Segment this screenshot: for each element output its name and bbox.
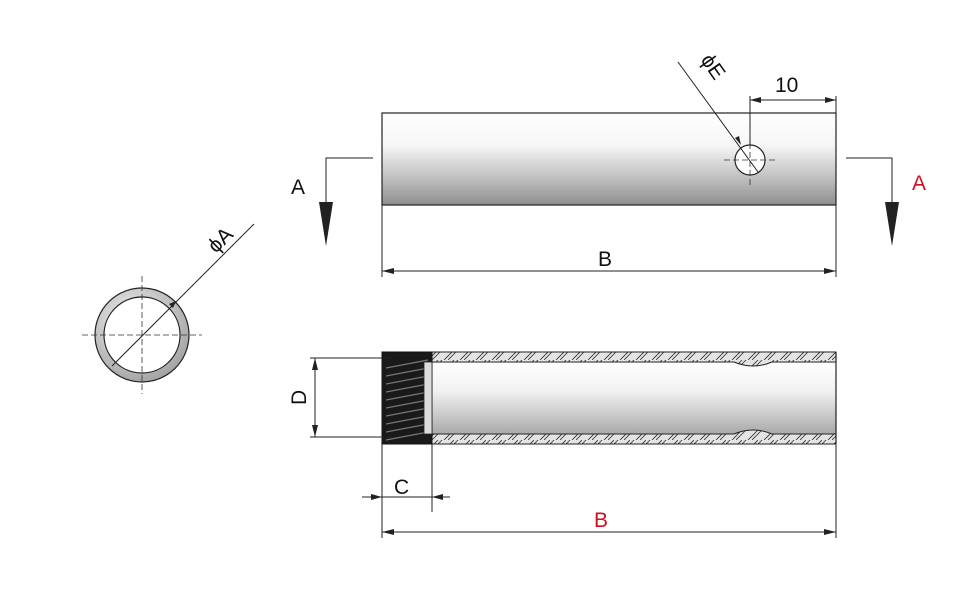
- section-label-left: A: [291, 176, 305, 199]
- section-bore: [432, 362, 836, 434]
- section-marker-right: [846, 157, 893, 212]
- hole-offset-label: 10: [775, 74, 798, 97]
- length-b-top-label: B: [598, 248, 612, 271]
- thread-lines: [385, 359, 429, 441]
- thread-c-label: C: [394, 476, 409, 499]
- section-marker-left: [325, 157, 373, 212]
- top-view: ϕE 10 B A A: [291, 50, 926, 277]
- inner-d-arrow-bottom: [312, 425, 318, 437]
- thread-relief: [423, 361, 433, 435]
- thread-c-arrow-left: [371, 494, 382, 500]
- length-b-bottom-label: B: [594, 509, 608, 532]
- length-b-bottom-arrow-left: [382, 529, 394, 535]
- diameter-e-leader: [677, 61, 759, 173]
- inner-d-label: D: [288, 390, 311, 405]
- section-arrow-left: [319, 202, 333, 246]
- section-top-wall: [381, 351, 837, 367]
- section-label-right: A: [912, 172, 926, 195]
- diameter-a-leader: [111, 223, 255, 367]
- hole-offset-arrow-right: [825, 97, 836, 103]
- end-view: ϕA: [82, 223, 255, 394]
- hole-offset-arrow-left: [750, 97, 761, 103]
- diameter-a-arrow: [169, 301, 176, 308]
- diameter-a-label: ϕA: [203, 223, 237, 257]
- diameter-e-label: ϕE: [696, 50, 730, 84]
- diameter-e-arrow: [735, 136, 741, 145]
- length-b-top-arrow-right: [824, 268, 836, 274]
- length-b-bottom-arrow-right: [824, 529, 836, 535]
- section-view: D C B: [288, 351, 837, 538]
- section-arrow-right: [885, 202, 899, 246]
- top-view-tube: [381, 112, 837, 206]
- length-b-top-arrow-left: [382, 268, 394, 274]
- thread-c-arrow-right: [432, 494, 443, 500]
- inner-d-arrow-top: [312, 358, 318, 370]
